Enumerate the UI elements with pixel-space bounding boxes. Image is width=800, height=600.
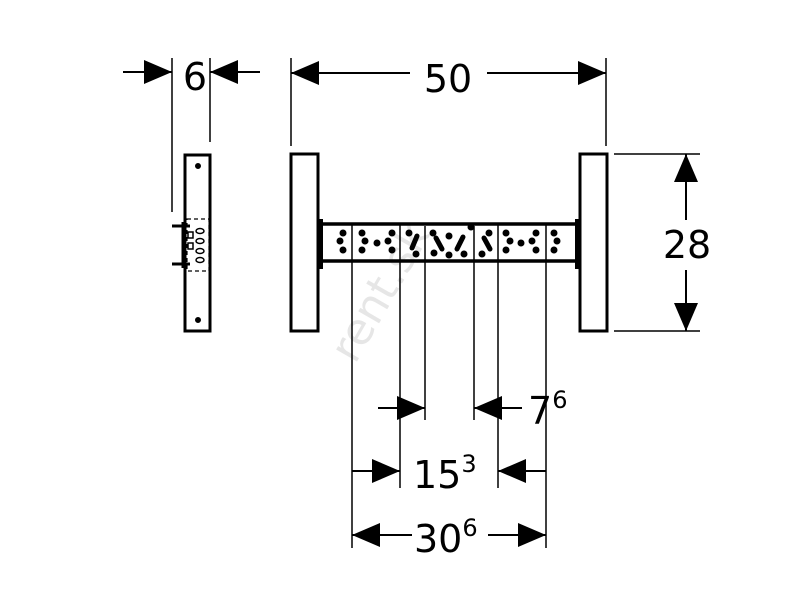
dim-spacing-small: 76 <box>528 386 567 433</box>
perforation-dot <box>502 246 510 254</box>
perforation-dot <box>388 229 396 237</box>
perforation-dot <box>358 229 366 237</box>
perforation-dot <box>550 229 558 237</box>
perforation-dot <box>532 229 540 237</box>
dim-spacing-mid: 153 <box>413 450 477 497</box>
dim-spacing-large: 306 <box>414 514 478 561</box>
left-mounting-plate <box>289 152 320 333</box>
perforation-dot <box>358 246 366 254</box>
watermark: rent.sk <box>320 213 440 370</box>
perforation-slot <box>409 233 420 251</box>
perforation-dot <box>429 229 437 237</box>
perforation-slot <box>454 234 466 252</box>
perforation-dot <box>478 250 486 258</box>
dim-width: 50 <box>424 57 472 101</box>
perforation-dot <box>502 229 510 237</box>
perforation-dot <box>445 251 453 259</box>
perforation-dot <box>361 237 369 245</box>
perforation-dot <box>528 237 536 245</box>
dim-thickness: 6 <box>183 55 207 99</box>
dim-height: 28 <box>663 223 711 267</box>
perforation-dot <box>339 246 347 254</box>
right-mounting-plate <box>578 152 609 333</box>
perforation-dot <box>405 229 413 237</box>
perforation-dot <box>336 237 344 245</box>
perforation-dot <box>430 249 438 257</box>
perforation-dot <box>467 223 475 231</box>
perforation-dot <box>373 239 381 247</box>
perforation-dot <box>550 246 558 254</box>
perforation-slot <box>433 235 445 252</box>
perforation-dot <box>506 237 514 245</box>
front-view <box>289 58 700 548</box>
perforation-dot <box>553 237 561 245</box>
perforation-dot <box>460 250 468 258</box>
perforation-dot <box>384 237 392 245</box>
perforation-dot <box>445 232 453 240</box>
perforation-dot <box>339 229 347 237</box>
perforation-dot <box>412 250 420 258</box>
perforation-dot <box>485 229 493 237</box>
perforation-dot <box>532 246 540 254</box>
perforation-dot <box>388 246 396 254</box>
side-view <box>123 58 260 333</box>
perforation-dot <box>517 239 525 247</box>
perforation-slot <box>481 235 493 252</box>
